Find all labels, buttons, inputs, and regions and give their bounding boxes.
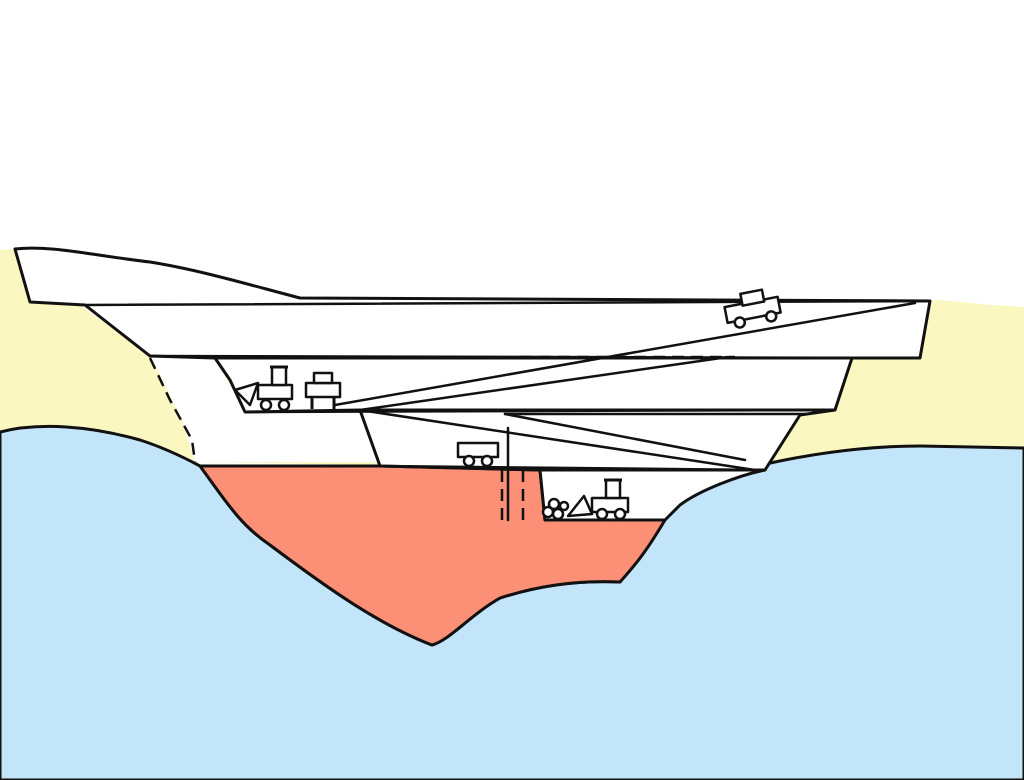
haul-ramp-2: [358, 355, 730, 412]
bench-line-1: [83, 299, 932, 307]
haul-truck-icon: [723, 288, 782, 329]
bench-line-3: [243, 408, 837, 414]
ore-cart-icon: [456, 441, 500, 468]
loader-icon: [566, 478, 630, 521]
rock-pile-icon: [541, 497, 570, 521]
haul-ramp-1: [333, 301, 917, 407]
bench-line-4: [378, 464, 767, 472]
pit-limit-dashed: [148, 357, 197, 463]
drill-rig-icon: [304, 371, 342, 409]
bench-line-2: [148, 354, 922, 360]
haul-ramp-5: [503, 412, 747, 462]
pit-bench-middle: [358, 408, 837, 472]
loader-icon: [233, 365, 294, 412]
ore-body: [198, 464, 667, 647]
haul-ramp-3: [358, 408, 757, 472]
